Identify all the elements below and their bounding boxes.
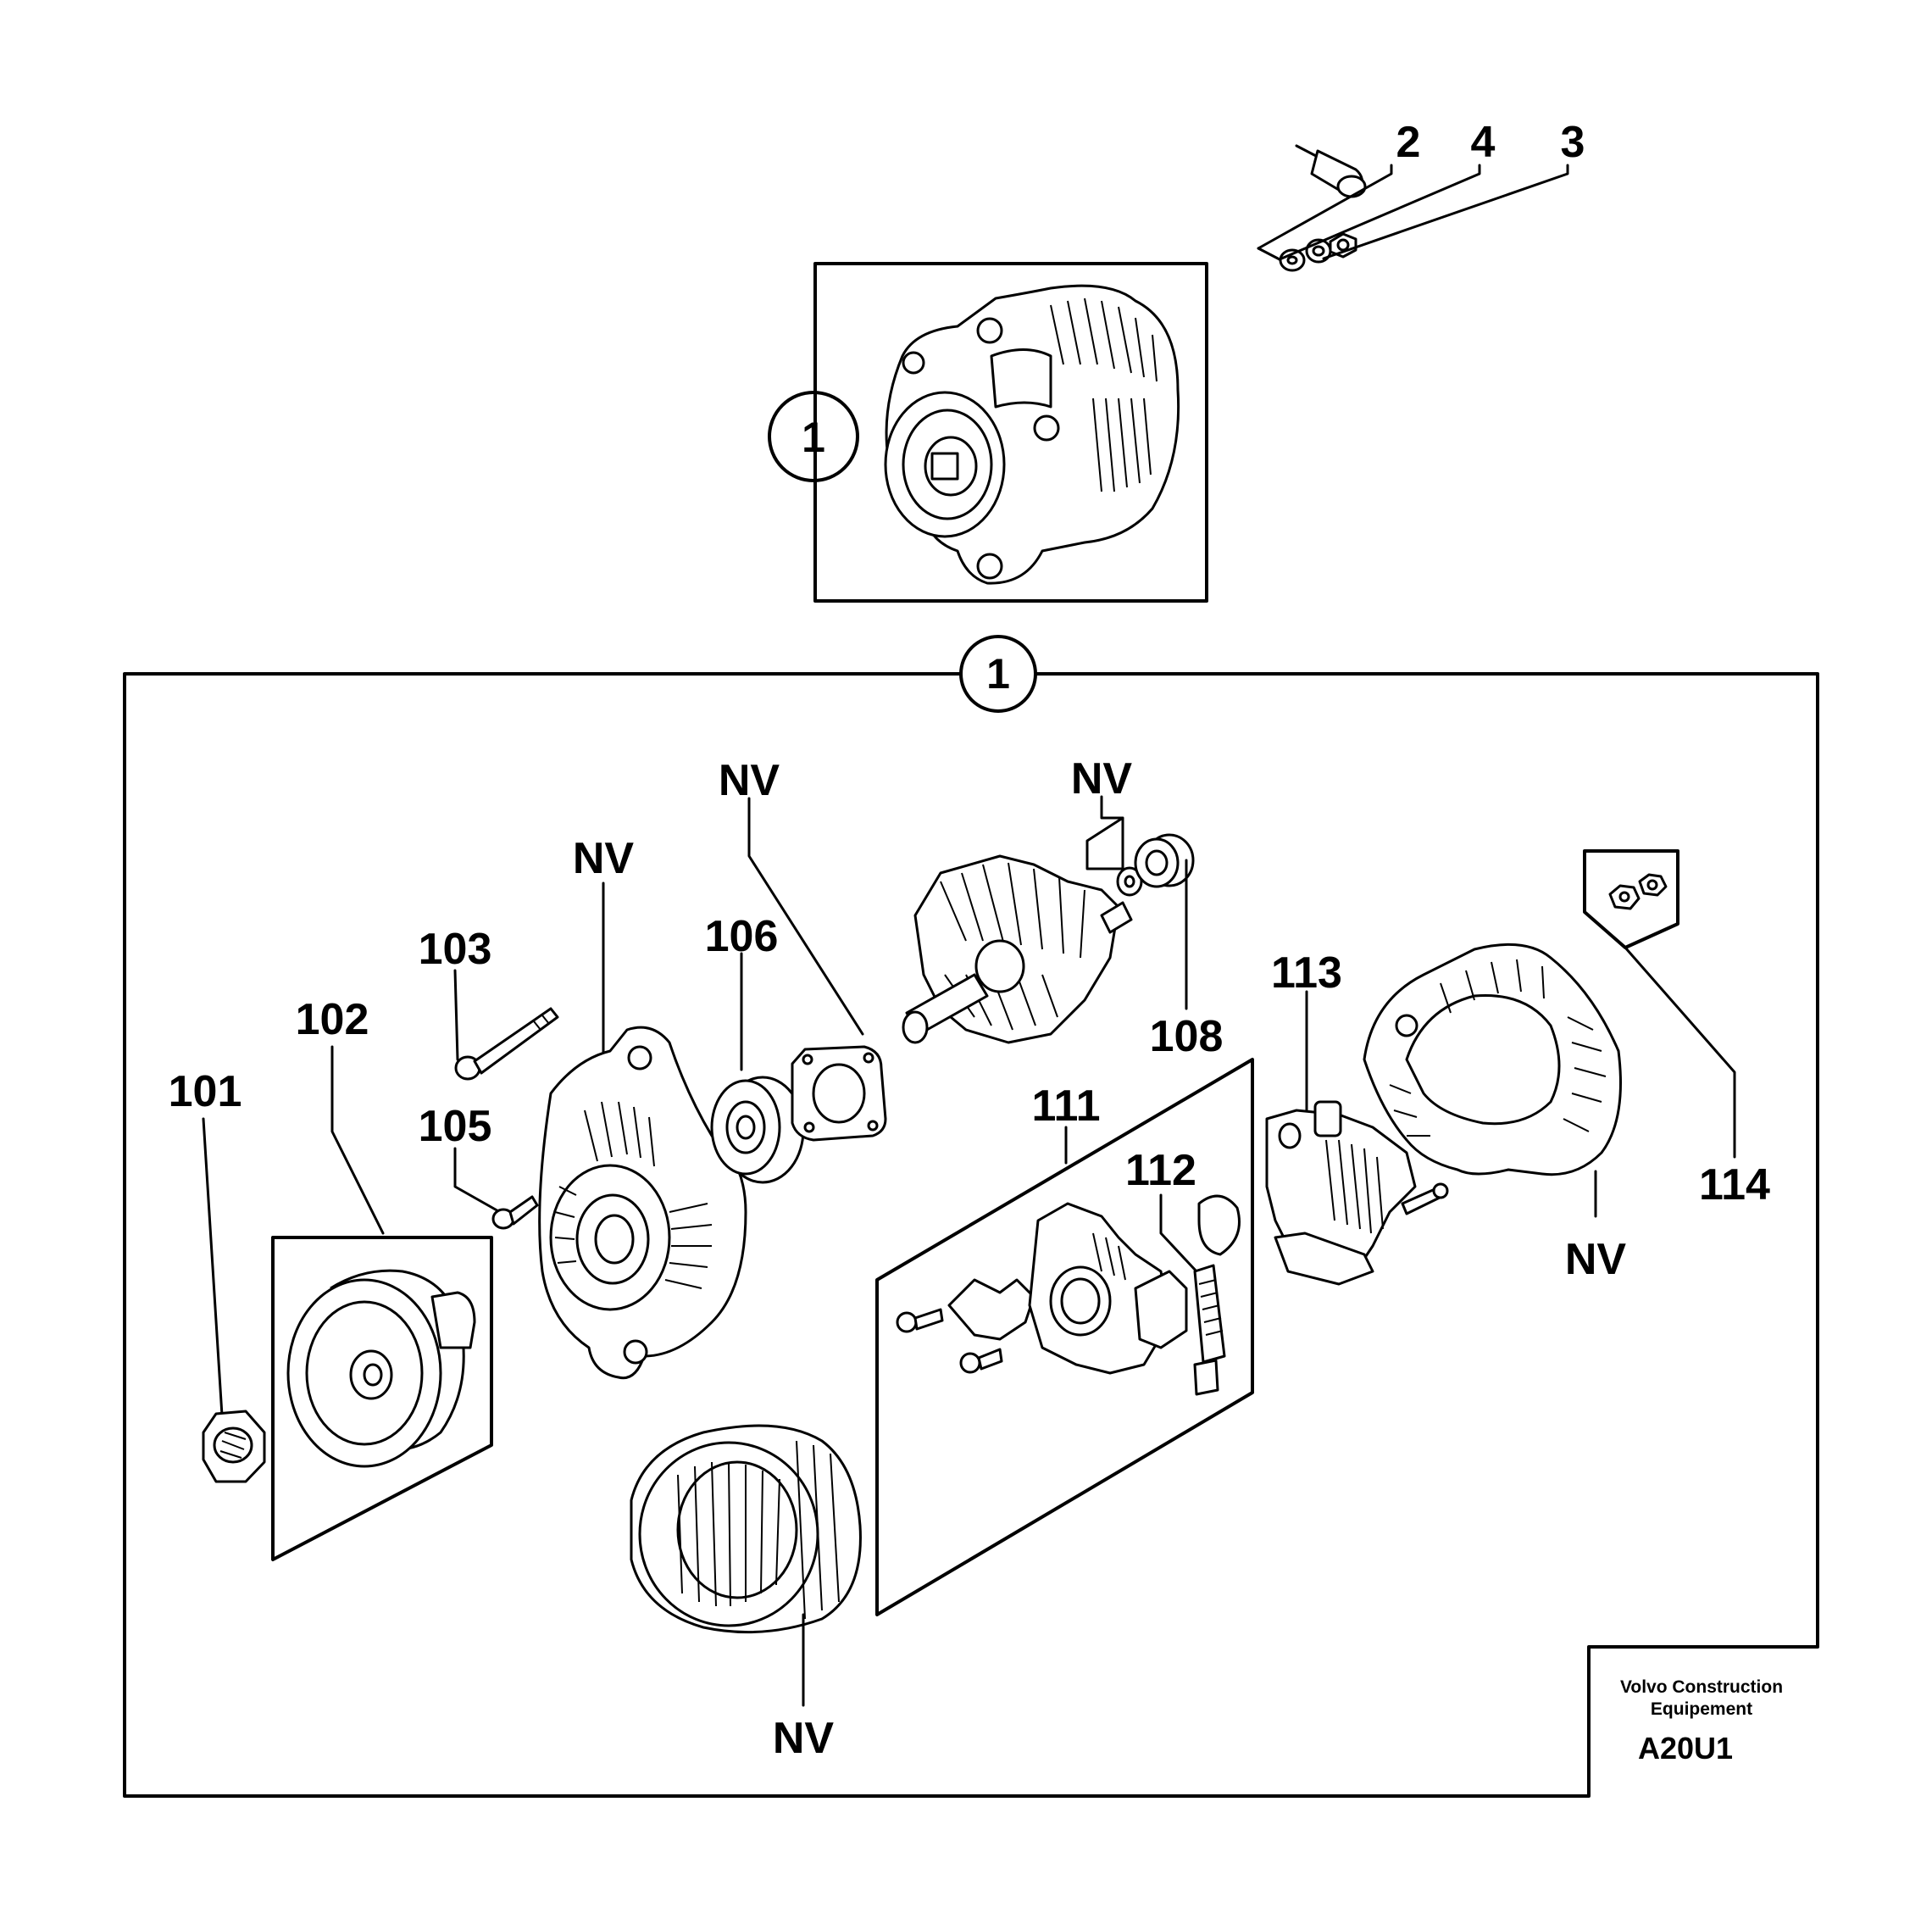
front-housing	[538, 881, 747, 1380]
brand-line-2: Equipement	[1651, 1699, 1752, 1719]
retainer-plate	[747, 797, 887, 1142]
callout-108[interactable]: 108	[1150, 1012, 1224, 1061]
diagram-code: A20U1	[1638, 1731, 1733, 1766]
frame-callout-1[interactable]: 1	[959, 635, 1037, 713]
assembly-callout-label: 1	[802, 414, 825, 461]
callout-nv-plate[interactable]: NV	[719, 756, 780, 805]
part-113-rectifier	[1265, 990, 1449, 1286]
frame-callout-label: 1	[986, 650, 1010, 698]
callout-113[interactable]: 113	[1271, 948, 1342, 998]
callout-102[interactable]: 102	[296, 995, 369, 1044]
part-108-bearing	[1116, 833, 1195, 1010]
callout-nv-stator[interactable]: NV	[773, 1714, 835, 1763]
callout-105[interactable]: 105	[419, 1102, 492, 1151]
callout-4[interactable]: 4	[1471, 118, 1496, 167]
part-114-nuts	[1583, 849, 1736, 1159]
callout-nv-housing[interactable]: NV	[573, 834, 635, 883]
callout-nv-rear-housing[interactable]: NV	[1565, 1235, 1627, 1284]
callout-103[interactable]: 103	[419, 925, 492, 974]
part-102-pulley	[271, 1045, 493, 1561]
part-111-brush-assembly	[875, 1058, 1254, 1616]
rotor	[902, 795, 1133, 1044]
assembled-alternator	[884, 284, 1180, 585]
callout-3[interactable]: 3	[1561, 118, 1585, 167]
callout-101[interactable]: 101	[169, 1067, 242, 1116]
callout-106[interactable]: 106	[705, 912, 779, 961]
terminal-parts	[1257, 144, 1569, 272]
callout-114[interactable]: 114	[1699, 1160, 1770, 1210]
callout-nv-rotor[interactable]: NV	[1071, 754, 1133, 804]
part-101-nut	[202, 1117, 266, 1483]
part-103-bolt	[453, 969, 559, 1081]
rear-housing	[1363, 943, 1622, 1218]
callout-2[interactable]: 2	[1396, 118, 1421, 167]
part-106-bearing	[710, 952, 805, 1184]
main-frame	[123, 672, 1819, 1798]
assembly-callout-1[interactable]: 1	[768, 391, 859, 482]
callout-112[interactable]: 112	[1125, 1146, 1196, 1195]
assembly-box	[813, 262, 1208, 603]
callout-111[interactable]: 111	[1031, 1082, 1100, 1131]
stator	[630, 1424, 862, 1707]
brand-line-1: Volvo Construction	[1620, 1677, 1783, 1697]
part-105-screw	[453, 1147, 539, 1230]
part-112-brush	[1159, 1193, 1241, 1396]
